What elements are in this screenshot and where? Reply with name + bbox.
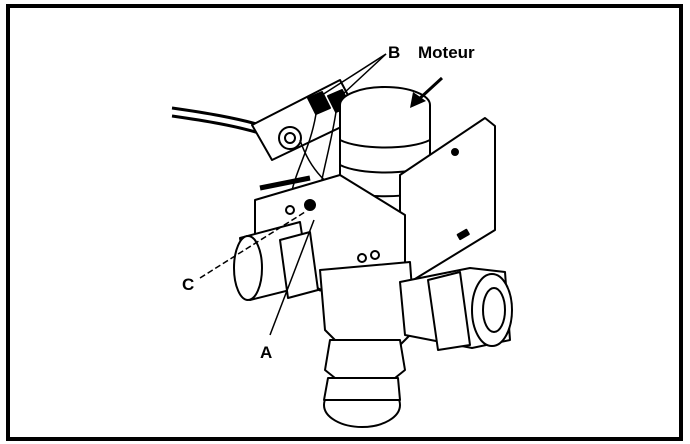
label-a: A <box>260 343 272 362</box>
label-moteur: Moteur <box>418 43 475 62</box>
bracket-screw-4 <box>370 250 380 260</box>
bracket-screw-3 <box>357 253 367 263</box>
cover-tab <box>456 228 470 241</box>
bracket-screw-2 <box>304 199 316 211</box>
label-c: C <box>182 275 194 294</box>
motor-band-1 <box>339 139 431 149</box>
leader-lines <box>199 53 387 336</box>
leader-c <box>199 211 306 279</box>
bottom-fitting-body <box>323 377 401 401</box>
valve-drawing <box>171 79 513 428</box>
leader-b-1 <box>321 53 387 96</box>
figure-border <box>6 4 683 441</box>
leader-a <box>269 219 315 336</box>
lever <box>259 175 311 191</box>
grommet-inner <box>284 132 296 144</box>
leader-b-2 <box>342 53 387 95</box>
wire-connector-1 <box>307 91 331 115</box>
cover-screw <box>451 148 459 156</box>
bracket-screw-1 <box>285 205 295 215</box>
left-nut <box>279 231 319 299</box>
right-nut <box>427 271 471 351</box>
right-fitting-bore <box>482 287 506 333</box>
valve-body <box>319 261 416 346</box>
left-fitting-end <box>233 235 263 301</box>
label-b: B <box>388 43 400 62</box>
bottom-nut <box>324 339 406 379</box>
moteur-arrow <box>410 76 444 108</box>
